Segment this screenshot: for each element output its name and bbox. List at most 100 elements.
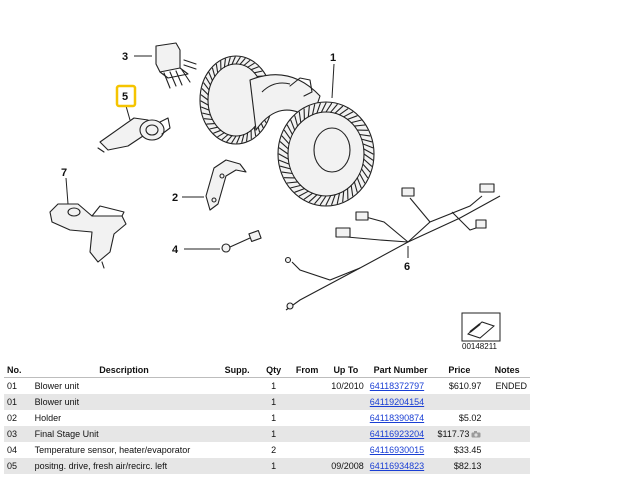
cell-qty: 1 (271, 381, 277, 391)
part-1-blower-unit[interactable] (199, 55, 375, 207)
part-2-holder[interactable] (205, 159, 247, 211)
part-number-link[interactable]: 64118372797 (369, 381, 425, 391)
reference-id: 00148211 (462, 342, 498, 351)
col-header-notes: Notes (484, 362, 530, 378)
part-5-positioning-drive[interactable] (97, 117, 171, 153)
callout-5-highlight-box (115, 84, 137, 108)
cell-no: 02 (7, 413, 18, 423)
cell-upto: 09/2008 (324, 458, 367, 474)
reference-icon (461, 312, 501, 342)
cell-supp (216, 458, 258, 474)
col-header-upto: Up To (324, 362, 367, 378)
table-row: 04 Temperature sensor, heater/evaporator 2… (4, 442, 530, 458)
col-header-qty: Qty (257, 362, 290, 378)
price-value: $33.45 (453, 445, 482, 455)
cell-upto (325, 410, 367, 426)
col-header-from: From (289, 362, 325, 378)
part-6-wiring-harness[interactable] (284, 183, 501, 311)
cell-supp (216, 442, 257, 458)
part-4-temperature-sensor[interactable] (221, 229, 262, 253)
cell-from (289, 458, 325, 474)
cell-part-number: 64116923204 (366, 426, 435, 442)
cell-supp (216, 378, 257, 395)
cell-supp (216, 426, 258, 442)
cell-notes (484, 458, 530, 474)
cell-price: $82.13 (434, 458, 485, 474)
cell-no: 03 (4, 426, 32, 442)
camera-icon[interactable] (471, 430, 481, 438)
cell-supp (216, 410, 257, 426)
cell-part-number: 64116930015 (367, 442, 435, 458)
cell-description: Blower unit (31, 394, 217, 410)
cell-no: 01 (4, 394, 32, 410)
cell-from (289, 442, 325, 458)
col-header-no: No. (4, 362, 32, 378)
table-row: 02 Holder 1 64118390874 $5.02 (4, 410, 530, 426)
cell-description: Blower unit (34, 381, 80, 391)
cell-notes (484, 410, 530, 426)
part-number-link[interactable]: 64118390874 (369, 413, 425, 423)
cell-from (289, 378, 325, 395)
callout-2: 2 (172, 192, 178, 204)
col-header-description: Description (31, 362, 217, 378)
part-number-link[interactable]: 64116923204 (369, 429, 425, 439)
cell-qty: 1 (257, 394, 290, 410)
cell-description: Final Stage Unit (31, 426, 217, 442)
parts-table: No. Description Supp. Qty From Up To Par… (4, 362, 530, 474)
callout-5: 5 (122, 91, 128, 103)
cell-part-number: 64119204154 (366, 394, 435, 410)
callout-1: 1 (330, 52, 336, 64)
callout-7: 7 (61, 167, 67, 179)
cell-notes: ENDED (495, 381, 527, 391)
cell-notes (484, 394, 530, 410)
cell-qty: 1 (257, 458, 290, 474)
cell-description: Temperature sensor, heater/evaporator (34, 445, 191, 455)
cell-from (289, 394, 325, 410)
cell-qty: 1 (257, 426, 290, 442)
cell-description: positng. drive, fresh air/recirc. left (31, 458, 217, 474)
callout-6: 6 (404, 261, 410, 273)
cell-no: 01 (7, 381, 18, 391)
part-7-positioning-drive[interactable] (49, 203, 127, 269)
part-number-link[interactable]: 64116930015 (369, 445, 425, 455)
cell-upto (324, 394, 367, 410)
price-value: $610.97 (448, 381, 482, 391)
price-value: $5.02 (458, 413, 482, 423)
cell-qty: 2 (271, 445, 277, 455)
cell-description: Holder (34, 413, 62, 423)
col-header-part-number: Part Number (366, 362, 435, 378)
price-value: $82.13 (453, 461, 482, 471)
table-row: 01 Blower unit 1 10/2010 64118372797 $610.97 E… (4, 378, 530, 395)
cell-no: 04 (7, 445, 18, 455)
cell-from (289, 410, 325, 426)
col-header-supp: Supp. (216, 362, 258, 378)
cell-part-number: 64118372797 (367, 378, 435, 395)
cell-qty: 1 (271, 413, 277, 423)
cell-no: 05 (4, 458, 32, 474)
cell-price: $610.97 (434, 378, 484, 395)
cell-upto (324, 426, 367, 442)
part-number-link[interactable]: 64119204154 (369, 397, 425, 407)
col-header-price: Price (434, 362, 485, 378)
callout-3: 3 (122, 51, 128, 63)
cell-supp (216, 394, 258, 410)
cell-price: $5.02 (434, 410, 484, 426)
cell-upto (325, 442, 367, 458)
cell-price: $117.73 (434, 426, 485, 442)
part-number-link[interactable]: 64116934823 (369, 461, 425, 471)
cell-upto: 10/2010 (331, 381, 364, 391)
cell-from (289, 426, 325, 442)
table-header-row: No. Description Supp. Qty From Up To Par… (4, 362, 530, 378)
cell-price: $33.45 (434, 442, 484, 458)
cell-part-number: 64118390874 (367, 410, 435, 426)
price-value: $117.73 (437, 429, 470, 439)
parts-diagram: 3 5 1 2 7 (49, 42, 501, 351)
part-3-final-stage-unit[interactable] (155, 42, 197, 89)
callout-4: 4 (172, 244, 179, 256)
cell-part-number: 64116934823 (366, 458, 435, 474)
cell-notes (484, 426, 530, 442)
cell-notes (484, 442, 530, 458)
